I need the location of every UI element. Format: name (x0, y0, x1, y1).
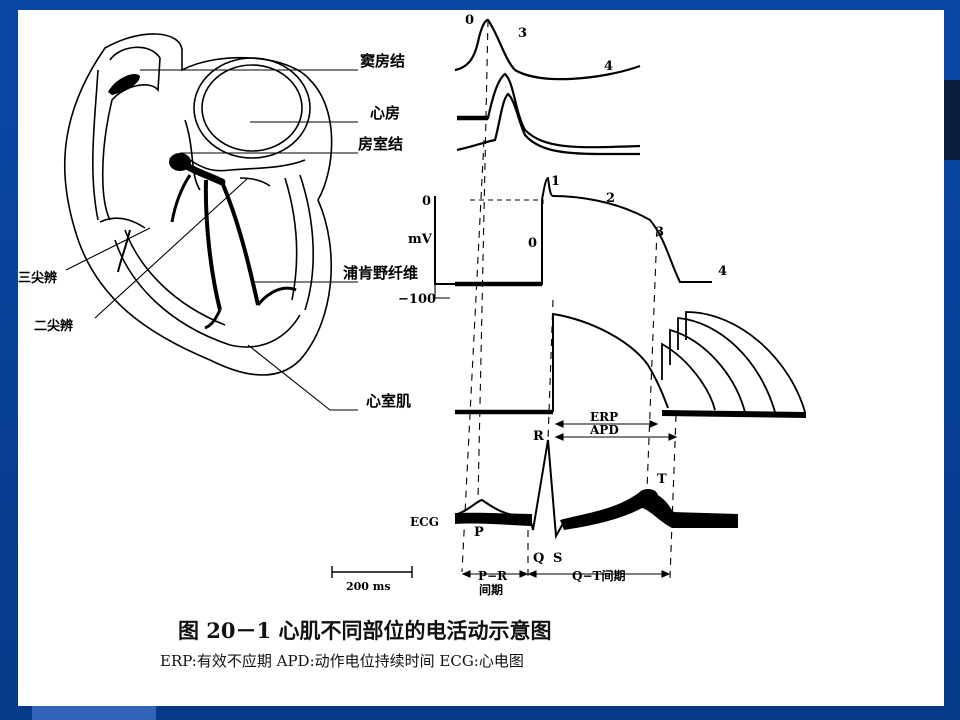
mitral-label: 二尖辨 (34, 318, 73, 334)
figure-legend: ERP:有效不应期 APD:动作电位持续时间 ECG:心电图 (160, 652, 524, 670)
sa-node-label: 窦房结 (360, 52, 405, 70)
ecg-trace (454, 439, 739, 540)
atrium-label: 心房 (370, 104, 400, 122)
purkinje-phase4-label: 4 (718, 264, 727, 279)
timing-guides (461, 19, 677, 579)
av-node-label: 房室结 (358, 135, 403, 153)
ventricle-label: 心室肌 (366, 392, 411, 410)
atrium-action-potential (457, 72, 641, 149)
purkinje-action-potential (434, 176, 712, 299)
r-wave-label: R (533, 429, 544, 444)
ecg-label: ECG (410, 515, 439, 529)
sa-phase4-label: 4 (604, 59, 613, 74)
minus100-label: −100 (398, 292, 436, 307)
q-wave-label: Q (533, 551, 544, 566)
sa-phase3-label: 3 (518, 26, 527, 41)
heart-schematic (63, 33, 333, 376)
purkinje-phase0-label: 0 (528, 236, 537, 251)
t-wave-label: T (657, 472, 667, 487)
zero-top-label: 0 (422, 194, 431, 209)
conduction-system (108, 73, 297, 330)
apd-label: APD (589, 423, 619, 437)
sa-node-action-potential (454, 18, 641, 81)
pr-interval-label: P−R (478, 569, 508, 583)
p-wave-label: P (474, 525, 484, 540)
scale-bar-label: 200 ms (346, 580, 391, 593)
purkinje-phase1-label: 1 (551, 174, 560, 189)
slide-accent-band (944, 80, 960, 160)
time-scale-bar (331, 566, 413, 578)
figure-labels: 窦房结 心房 房室结 浦肯野纤维 心室肌 三尖辨 二尖辨 0 3 4 0 mV … (18, 13, 727, 597)
erp-label: ERP (590, 410, 618, 424)
purkinje-phase2-label: 2 (606, 191, 615, 206)
interval-arrows (461, 570, 671, 578)
sa-phase0-label: 0 (465, 13, 474, 28)
tricuspid-label: 三尖辨 (18, 270, 57, 286)
av-node-action-potential (456, 92, 640, 156)
mv-label: mV (408, 232, 433, 247)
erp-apd-arrows (554, 420, 678, 441)
s-wave-label: S (553, 551, 562, 566)
purkinje-label: 浦肯野纤维 (343, 264, 418, 282)
qt-interval-label: Q−T间期 (572, 568, 625, 583)
leader-lines (65, 69, 358, 411)
purkinje-phase3-label: 3 (655, 225, 664, 240)
slide-footer-band (32, 706, 156, 720)
pr-interval-label-line2: 间期 (479, 582, 503, 597)
ventricle-action-potential (455, 311, 806, 418)
figure-caption: 图 20－1 心肌不同部位的电活动示意图 (178, 618, 551, 643)
